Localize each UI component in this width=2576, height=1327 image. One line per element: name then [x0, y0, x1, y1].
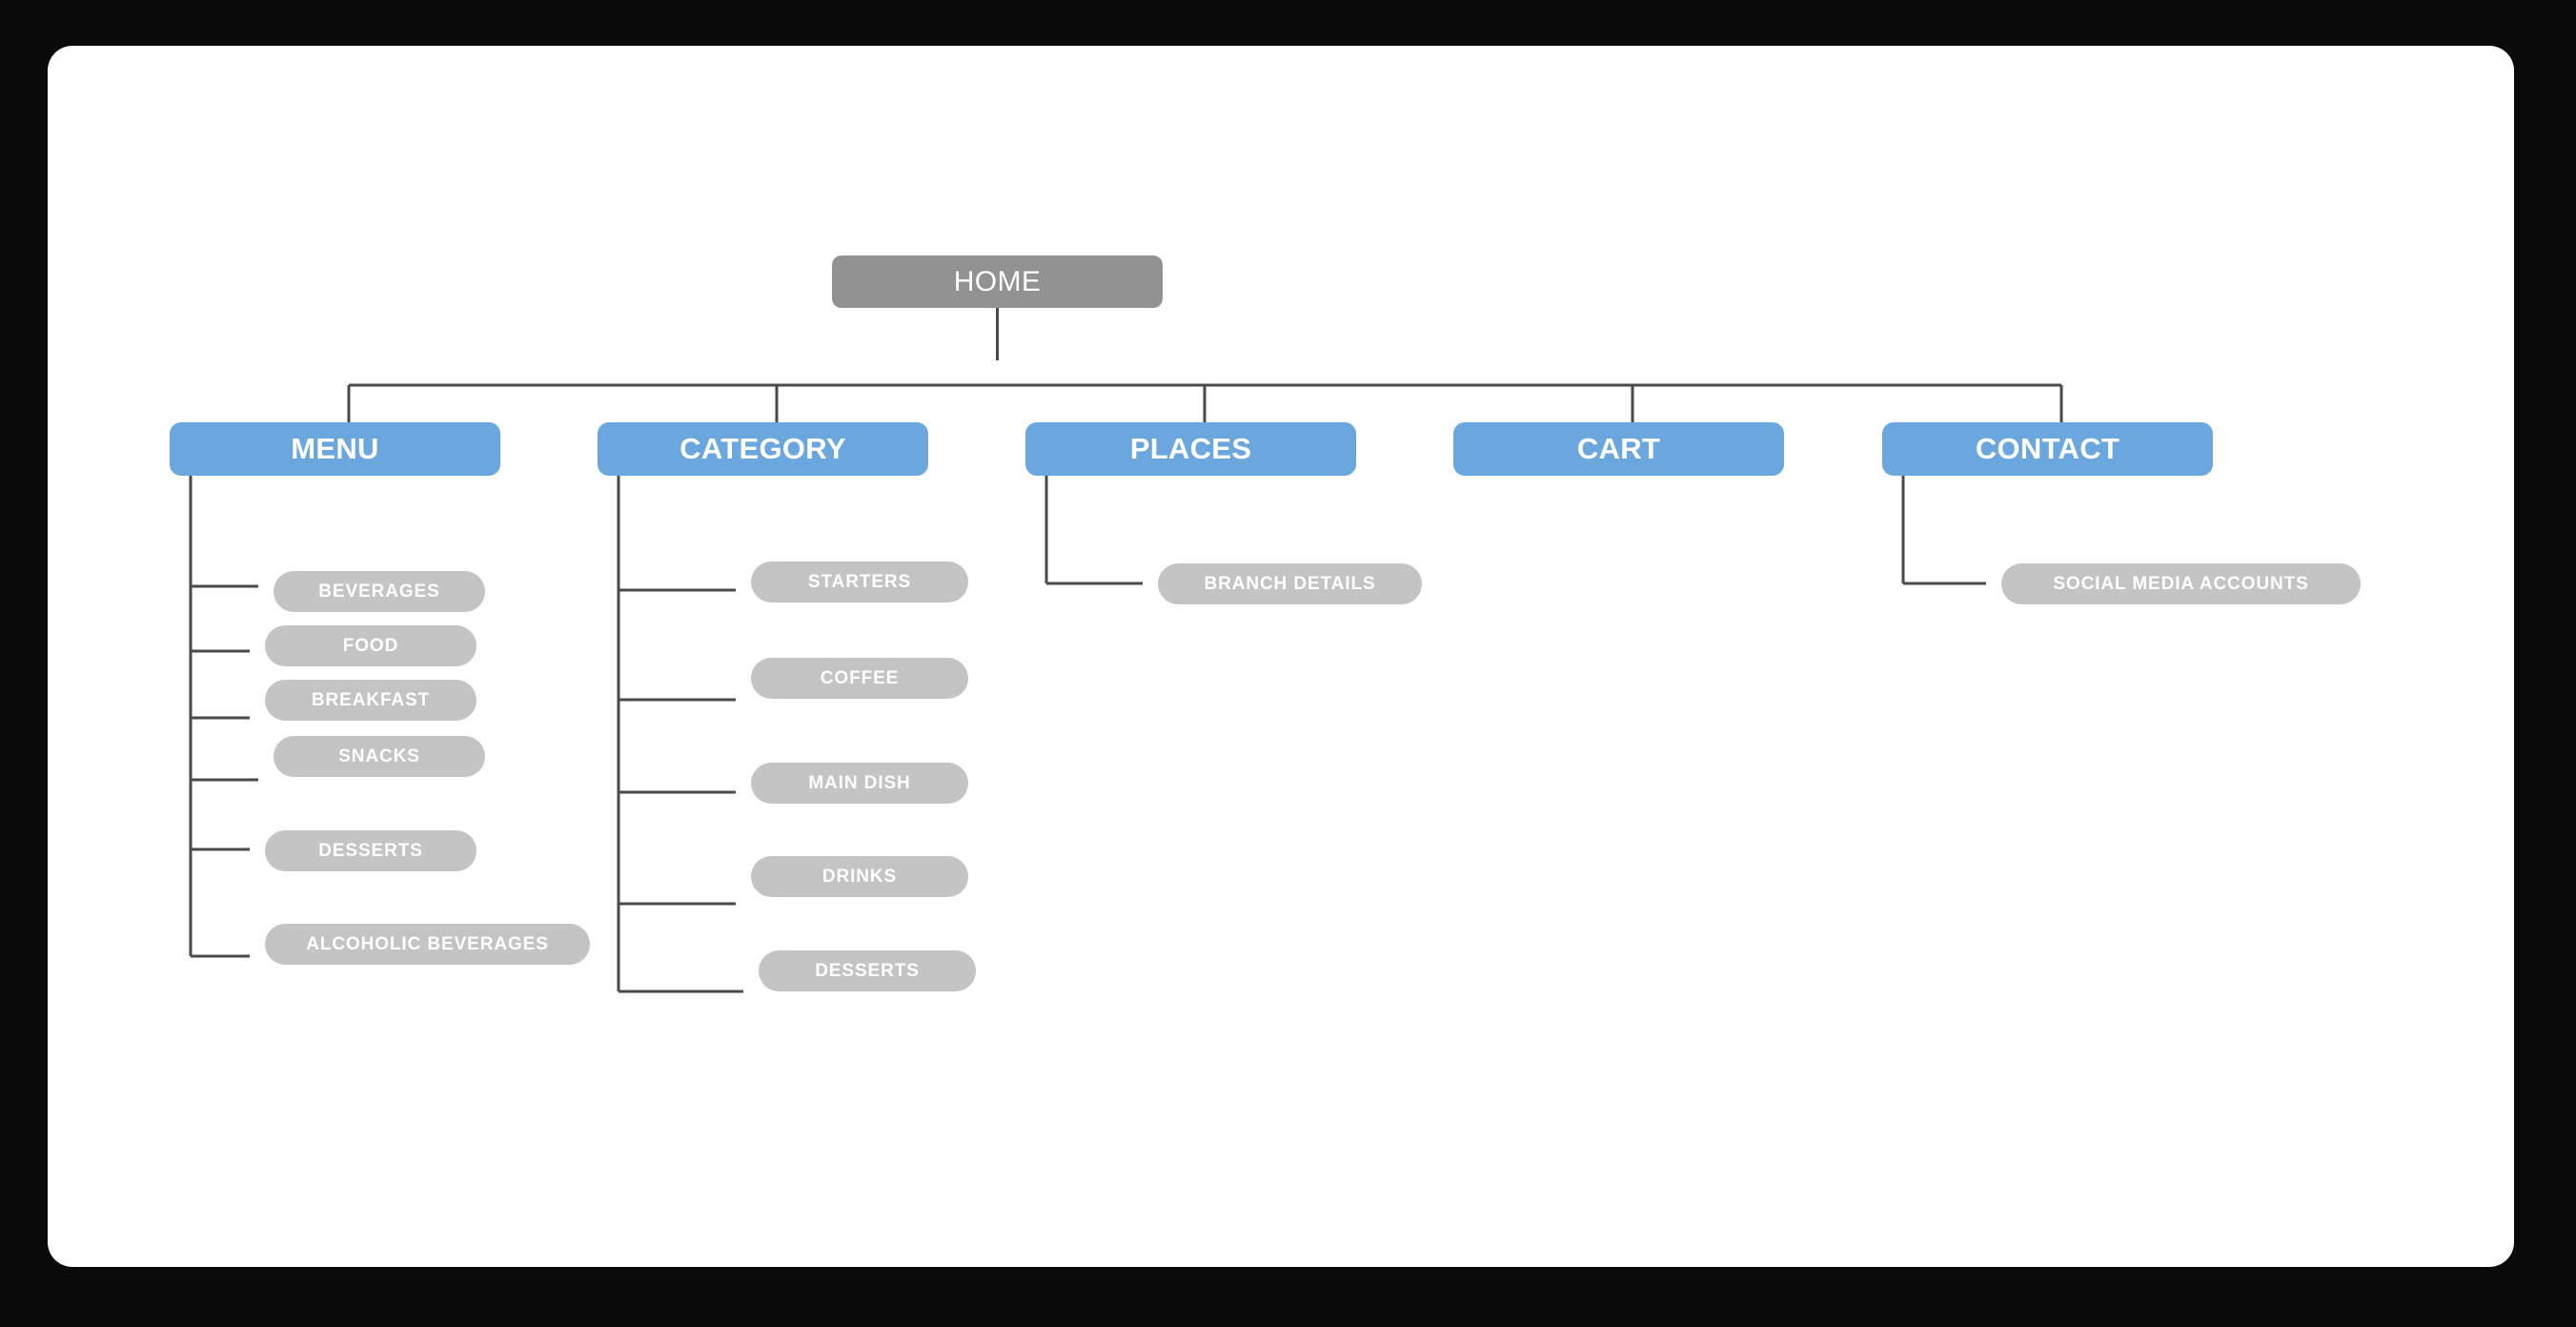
- node-social-media-accounts[interactable]: SOCIAL MEDIA ACCOUNTS: [2001, 563, 2361, 604]
- node-coffee[interactable]: COFFEE: [751, 658, 968, 699]
- node-snacks[interactable]: SNACKS: [274, 736, 485, 777]
- node-places[interactable]: PLACES: [1025, 422, 1356, 476]
- node-main-dish[interactable]: MAIN DISH: [751, 763, 968, 804]
- node-desserts[interactable]: DESSERTS: [759, 950, 976, 991]
- node-label: MENU: [291, 432, 379, 465]
- sitemap-canvas: HOME MENU BEVERAGES FOOD BREAKFAST SNACKS DESS…: [48, 46, 2514, 1267]
- node-category[interactable]: CATEGORY: [598, 422, 928, 476]
- node-drinks[interactable]: DRINKS: [751, 856, 968, 897]
- node-home[interactable]: HOME: [832, 255, 1163, 308]
- node-label: CATEGORY: [679, 432, 846, 465]
- node-contact[interactable]: CONTACT: [1882, 422, 2213, 476]
- node-food[interactable]: FOOD: [265, 625, 477, 666]
- node-menu[interactable]: MENU: [170, 422, 500, 476]
- node-label: CART: [1576, 432, 1661, 465]
- node-starters[interactable]: STARTERS: [751, 561, 968, 602]
- node-alcoholic-beverages[interactable]: ALCOHOLIC BEVERAGES: [265, 924, 590, 965]
- node-label: CONTACT: [1975, 432, 2120, 465]
- node-breakfast[interactable]: BREAKFAST: [265, 680, 477, 721]
- node-beverages[interactable]: BEVERAGES: [274, 571, 485, 612]
- node-label: PLACES: [1129, 432, 1252, 465]
- node-branch-details[interactable]: BRANCH DETAILS: [1158, 563, 1422, 604]
- node-desserts[interactable]: DESSERTS: [265, 830, 477, 871]
- node-cart[interactable]: CART: [1453, 422, 1784, 476]
